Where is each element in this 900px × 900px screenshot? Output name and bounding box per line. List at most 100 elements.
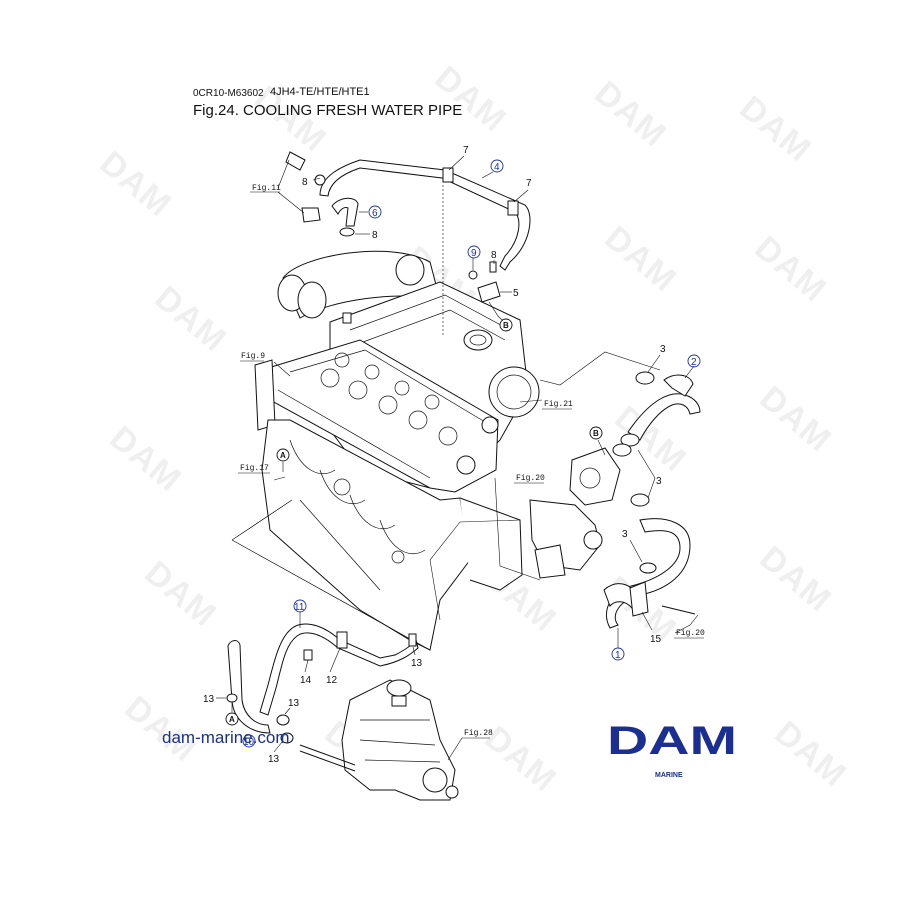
key-circle-a: [225, 712, 239, 726]
block-side: [459, 497, 523, 591]
water-outlet-port: [481, 416, 499, 434]
hose-clamp-3: [639, 562, 657, 574]
thermostat-port: [579, 467, 601, 489]
part-number-7: 7: [463, 145, 469, 156]
leader-line: [629, 539, 643, 563]
callout-circle-10: [242, 734, 256, 748]
hose-clip: [314, 174, 326, 186]
leader-line: [429, 519, 521, 621]
fig-ref-11: Fig.11: [252, 184, 281, 193]
leader-line: [519, 399, 543, 403]
pan-outline: [231, 499, 431, 651]
leader-line: [684, 365, 695, 379]
logo-main-text: DAM: [607, 722, 737, 763]
part-number-8: 8: [491, 250, 497, 261]
part-number-13: 13: [203, 694, 215, 705]
callout-2: 2: [691, 357, 697, 368]
leader-line: [273, 361, 291, 377]
pump-rod: [299, 744, 356, 766]
fig-ref-20: Fig.20: [516, 474, 545, 483]
hose-6: [331, 197, 359, 227]
thermostat-housing: [569, 447, 621, 506]
pipe-clamp: [507, 200, 519, 216]
end-cover-inner: [496, 374, 532, 410]
leader-line: [412, 646, 416, 656]
fig-ref-21: Fig.21: [544, 400, 573, 409]
housing-ridge: [354, 309, 506, 346]
part-number-8: 8: [372, 230, 378, 241]
callout-4: 4: [494, 162, 500, 173]
lower-pipe-assembly: [226, 623, 459, 801]
hose-1: [605, 518, 691, 629]
clip-13: [276, 714, 290, 726]
upper-pipe-assembly: [285, 151, 531, 335]
head-edge: [277, 389, 431, 479]
hose-clamp-3: [635, 371, 655, 385]
block-rib: [319, 469, 366, 505]
connection-keys: B B A A: [225, 318, 603, 726]
fig-ref-20: Fig.20: [676, 629, 705, 638]
drain-cock: [342, 312, 352, 324]
part-number-8: 8: [302, 177, 308, 188]
pipe-clamp-12: [336, 631, 348, 649]
valve-spring: [438, 426, 458, 446]
part-number-5: 5: [513, 288, 519, 299]
callout-6: 6: [372, 208, 378, 219]
valve-spring: [320, 368, 340, 388]
bolt-14: [303, 649, 313, 661]
leader-line: [641, 611, 653, 631]
leader-line: [329, 647, 341, 673]
leader-line: [304, 659, 309, 673]
part-number-3: 3: [622, 529, 628, 540]
part-number-7: 7: [526, 178, 532, 189]
document-code: 0CR10-M63602: [193, 88, 264, 99]
leader-line: [513, 189, 529, 203]
valve-spring: [394, 380, 410, 396]
pump-detail: [359, 719, 441, 763]
cylinder-block: [261, 419, 471, 651]
callout-circle-4: [490, 159, 504, 173]
block-rib: [379, 519, 426, 555]
key-a: A: [229, 715, 235, 724]
figure-references: Fig.11 Fig.9 Fig.17 Fig.21 Fig.20 Fig.20…: [238, 184, 705, 739]
pump-drive-hub: [445, 785, 459, 799]
block-rib: [349, 494, 396, 530]
fresh-water-pipe-4: [319, 159, 531, 271]
clip-13: [280, 732, 294, 744]
hose-clip: [339, 227, 355, 237]
valve-spring: [348, 380, 368, 400]
bracket-15: [629, 581, 649, 617]
block-rib: [289, 439, 336, 475]
key-circle-a: [276, 448, 290, 462]
valve-spring: [334, 352, 350, 368]
website-link[interactable]: dam-marine.com: [162, 728, 290, 747]
key-b: B: [593, 429, 599, 438]
part-number-15: 15: [650, 634, 662, 645]
key-b: B: [503, 321, 509, 330]
injection-pump: [341, 679, 456, 801]
fig-ref-9: Fig.9: [241, 352, 265, 361]
filler-neck-inner: [469, 334, 487, 346]
elbow-fitting: [301, 207, 321, 223]
leader-line: [277, 191, 305, 214]
leader-line: [647, 354, 661, 373]
engine-model: 4JH4-TE/HTE/HTE1: [270, 86, 370, 98]
callout-circle-11: [293, 599, 307, 613]
joint-5: [477, 281, 501, 303]
manifold-port: [297, 281, 327, 319]
part-numbers: 8 8 7 7 8 5 3 3 3 15 14 12 13 13 13 13: [203, 145, 666, 765]
key-circle-b: [499, 318, 513, 332]
leader-line: [674, 614, 699, 634]
elbow-fitting: [285, 151, 306, 171]
engine-block: [231, 250, 540, 651]
pipe-clamp: [442, 167, 454, 183]
callout-10: 10: [243, 737, 255, 748]
clip-13: [226, 693, 238, 703]
pump-neck: [391, 695, 407, 707]
part-number-12: 12: [326, 675, 338, 686]
fig-ref-28: Fig.28: [464, 729, 493, 738]
pump-pulley-hub: [583, 530, 603, 550]
plug-9: [468, 270, 478, 280]
leader-line: [494, 477, 541, 581]
